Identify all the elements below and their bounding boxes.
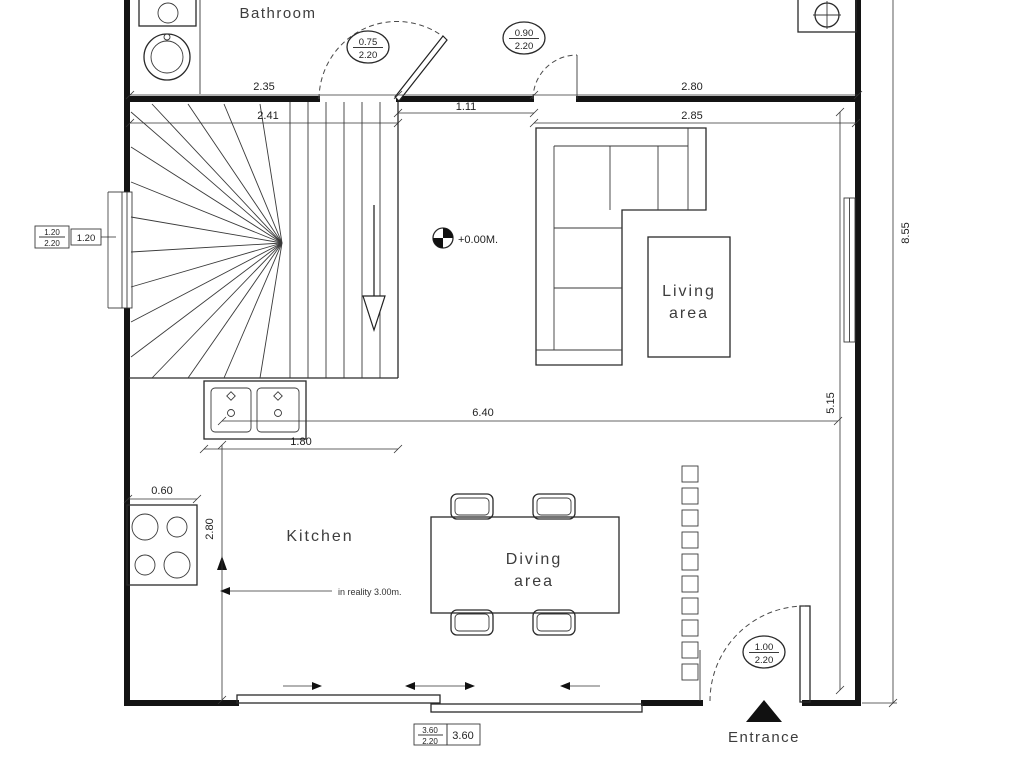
dining-chair	[532, 493, 576, 520]
slide-direction-arrows	[283, 682, 600, 690]
dimension-counter-width: 1.80	[290, 436, 311, 448]
entrance-marker-icon	[746, 700, 782, 722]
patio-door-tag: 3.60 2.20 3.60	[413, 723, 481, 746]
dimension-stove-width: 0.60	[151, 485, 172, 497]
entrance-door-width: 1.00	[755, 642, 774, 653]
entrance-door-leaf	[799, 605, 811, 703]
bathroom-door-height: 2.20	[359, 50, 378, 61]
dimension-kitchen-depth: 2.80	[204, 518, 216, 539]
kitchen-note-pointer-icon	[220, 587, 230, 595]
patio-door-side-value: 3.60	[452, 730, 473, 742]
stair-direction-arrow-icon	[362, 295, 386, 332]
hall-door-height: 2.20	[515, 41, 534, 52]
right-window	[843, 197, 856, 343]
sliding-panel-left	[236, 694, 441, 704]
left-window-side-value: 1.20	[77, 233, 96, 244]
entrance-door-swing-arc	[709, 605, 806, 702]
patio-door-width: 3.60	[422, 726, 438, 735]
left-window-width: 1.20	[44, 228, 60, 237]
dining-chair	[532, 609, 576, 636]
sofa-icon	[535, 127, 707, 366]
dimension-living-top-width: 2.80	[681, 81, 702, 93]
left-window-height: 2.20	[44, 239, 60, 248]
hall-door-tag: 0.90 2.20	[502, 21, 546, 55]
bathroom-door-leaf	[394, 35, 448, 102]
coffee-table-icon	[647, 236, 731, 358]
patio-sliding-door: 3.60 2.20 3.60	[236, 682, 643, 746]
living-area-label-line1: Living	[662, 283, 716, 300]
dimension-living-inner-width: 2.85	[681, 110, 702, 122]
staircase	[129, 102, 399, 379]
bathroom-label: Bathroom	[239, 5, 316, 22]
utility-fixture	[797, 0, 857, 33]
entrance-door-tag: 1.00 2.20	[742, 635, 786, 669]
stove-icon	[126, 504, 198, 586]
dimension-stair-width: 2.41	[257, 110, 278, 122]
kitchen-note-label: in reality 3.00m.	[338, 587, 402, 597]
entrance-door-height: 2.20	[755, 655, 774, 666]
bathroom-door-tag: 0.75 2.20	[346, 30, 390, 64]
dimension-annotations: 2.35 2.80 1.11 2.41 2.85 6.40 5.15 8.55	[123, 0, 912, 708]
dining-area-label-line2: area	[514, 573, 554, 590]
patio-door-height: 2.20	[422, 737, 438, 746]
left-window	[101, 191, 133, 309]
hall-door-swing-arc	[532, 54, 578, 100]
door-swings	[318, 20, 578, 102]
stair-winder-treads	[130, 103, 283, 379]
dining-chair	[450, 609, 494, 636]
dimension-interior-width: 6.40	[472, 407, 493, 419]
kitchen-sink-icon	[203, 380, 307, 440]
living-area-label-line2: area	[669, 305, 709, 322]
bathroom-door-swing-arc	[318, 20, 446, 100]
bathroom-door-width: 0.75	[359, 37, 378, 48]
kitchen-zone: Kitchen in reality 3.00m.	[126, 380, 402, 597]
dimension-hall-width: 1.11	[456, 101, 477, 113]
bathroom-zone: Bathroom	[138, 0, 316, 94]
entrance-zone: 1.00 2.20 Entrance	[709, 605, 811, 746]
partition-blocks	[681, 465, 699, 681]
dimension-bathroom-width: 2.35	[253, 81, 274, 93]
dining-area-label-line1: Diving	[506, 551, 562, 568]
level-marker-label: +0.00M.	[458, 234, 498, 246]
dimension-overall-height: 8.55	[900, 222, 912, 243]
sliding-panel-right	[430, 703, 643, 713]
dining-zone: Diving area	[430, 465, 699, 681]
dining-table-icon	[430, 516, 620, 614]
living-zone: Living area	[535, 127, 856, 366]
level-marker: +0.00M.	[432, 227, 498, 249]
kitchen-label: Kitchen	[286, 528, 353, 545]
dimension-living-height: 5.15	[825, 392, 837, 413]
stair-treads-straight	[289, 102, 381, 378]
exterior-walls	[124, 0, 861, 706]
entrance-label: Entrance	[728, 729, 800, 746]
left-window-tag: 1.20 2.20 1.20	[34, 225, 102, 249]
dining-chair	[450, 493, 494, 520]
hall-door-width: 0.90	[515, 28, 534, 39]
